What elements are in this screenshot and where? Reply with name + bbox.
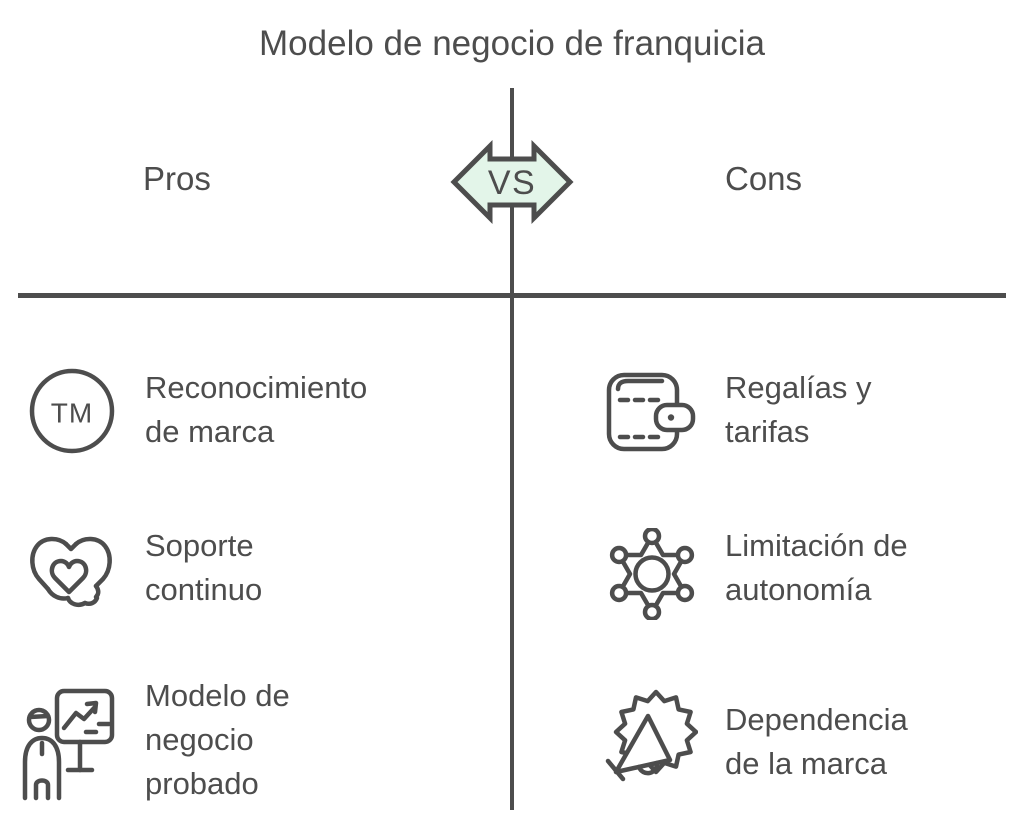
wallet-icon xyxy=(604,366,698,456)
hands-heart-icon xyxy=(24,528,124,618)
pros-item-1-label: Reconocimiento de marca xyxy=(145,370,368,449)
pros-item-2-label: Soporte continuo xyxy=(145,528,263,607)
trademark-text: TM xyxy=(51,398,93,429)
sheriff-badge-icon xyxy=(606,528,698,620)
cons-column-header: Cons xyxy=(725,160,803,197)
pros-column-header: Pros xyxy=(143,160,211,197)
cons-item-1-label: Regalías y tarifas xyxy=(725,370,872,449)
horizontal-divider xyxy=(18,293,1006,298)
vertical-divider xyxy=(510,88,514,810)
pros-item-3-label: Modelo de negocio probado xyxy=(145,678,290,801)
presentation-icon xyxy=(22,686,116,802)
page-title: Modelo de negocio de franquicia xyxy=(259,24,765,63)
trademark-icon: TM xyxy=(28,367,116,455)
vs-label: VS xyxy=(488,164,536,202)
vs-badge-icon: VS xyxy=(450,139,574,225)
cons-item-2-label: Limitación de autonomía xyxy=(725,528,908,607)
cons-item-3-label: Dependencia de la marca xyxy=(725,702,908,781)
megaphone-burst-icon xyxy=(602,688,698,788)
